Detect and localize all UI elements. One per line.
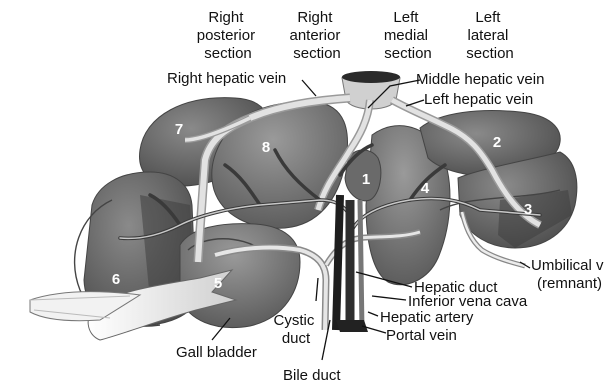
section-left-lateral: Left lateral section [466,9,514,62]
segment-label-7: 7 [175,121,183,138]
label-portal-vein: Portal vein [386,327,457,344]
label-right-hepatic-vein: Right hepatic vein [167,70,286,87]
label-left-hepatic-vein: Left hepatic vein [424,91,533,108]
label-middle-hepatic-vein: Middle hepatic vein [416,71,544,88]
segment-label-4: 4 [421,180,430,197]
segment-label-2: 2 [493,134,501,151]
section-right-posterior: Right posterior section [197,9,260,62]
label-bile-duct: Bile duct [283,367,341,384]
label-cystic-duct: Cystic duct [273,312,318,347]
section-left-medial: Left medial section [384,9,432,62]
section-headings: Right posterior section Right anterior s… [197,9,514,62]
label-inferior-vena-cava: Inferior vena cava [408,293,528,310]
segment-label-3: 3 [524,201,532,218]
section-right-anterior: Right anterior section [289,9,344,62]
label-umbilical-vein-remnant: (remnant) [537,275,602,292]
segment-label-6: 6 [112,271,120,288]
segment-label-8: 8 [262,139,270,156]
segment-label-1: 1 [362,171,370,188]
label-umbilical-vein: Umbilical vein [531,257,604,274]
segment-label-5: 5 [214,275,222,292]
label-hepatic-artery: Hepatic artery [380,309,474,326]
label-gall-bladder: Gall bladder [176,344,257,361]
